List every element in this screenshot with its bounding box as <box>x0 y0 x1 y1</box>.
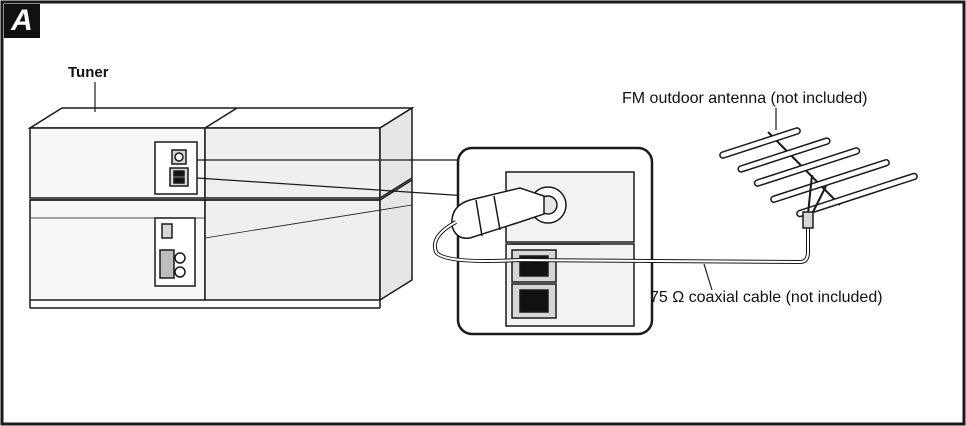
tuner-unit <box>27 106 415 309</box>
cable-leader-line <box>703 263 713 291</box>
fm-antenna <box>719 127 918 229</box>
magnified-terminal-view <box>451 146 654 336</box>
cable-label: 75 Ω coaxial cable (not included) <box>650 289 883 306</box>
zoom-guide-lines <box>196 159 469 197</box>
antenna-label: FM outdoor antenna (not included) <box>622 90 868 107</box>
tuner-label: Tuner <box>68 64 109 81</box>
section-letter-badge: A <box>4 4 40 38</box>
